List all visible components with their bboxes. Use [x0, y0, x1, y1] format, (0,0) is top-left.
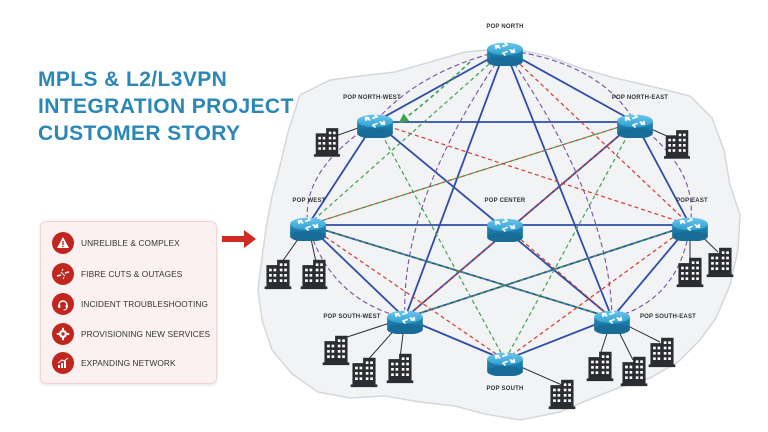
problem-item: PROVISIONING NEW SERVICES [52, 322, 210, 346]
warning-icon [52, 232, 74, 254]
problem-label: UNRELIBLE & COMPLEX [81, 238, 180, 248]
pop-east-label: POP EAST [676, 198, 708, 204]
router-icon [386, 309, 424, 334]
problem-label: FIBRE CUTS & OUTAGES [81, 269, 183, 279]
pop-south-label: POP SOUTH [486, 386, 524, 392]
router-icon [671, 216, 709, 241]
problems-card: UNRELIBLE & COMPLEX FIBRE CUTS & OUTAGES… [40, 221, 217, 384]
pop-north-west-label: POP NORTH-WEST [343, 95, 401, 101]
problem-label: EXPANDING NETWORK [81, 358, 176, 368]
title-line-2: INTEGRATION PROJECT [38, 95, 294, 118]
router-icon [289, 216, 327, 241]
arrow-right-icon [222, 230, 256, 248]
router-icon [486, 217, 524, 242]
pop-south-west-label: POP SOUTH-WEST [323, 314, 381, 320]
router-icon [616, 113, 654, 138]
router-icon [486, 41, 524, 66]
pop-north-east-label: POP NORTH-EAST [611, 95, 669, 101]
green-dashed-links [307, 49, 691, 361]
cable-cut-icon [52, 263, 74, 285]
growth-chart-icon [52, 352, 74, 374]
pop-south-east-label: POP SOUTH-EAST [639, 314, 697, 320]
title-line-3: CUSTOMER STORY [38, 122, 241, 145]
headset-icon [52, 293, 74, 315]
page-title: MPLS & L2/L3VPN INTEGRATION PROJECT CUST… [38, 66, 338, 147]
pop-center-label: POP CENTER [484, 198, 526, 204]
title-line-1: MPLS & L2/L3VPN [38, 68, 228, 91]
gear-icon [52, 323, 74, 345]
problem-item: UNRELIBLE & COMPLEX [52, 231, 180, 255]
problem-item: FIBRE CUTS & OUTAGES [52, 262, 182, 286]
router-icon [486, 351, 524, 376]
router-icon [593, 309, 631, 334]
problem-label: PROVISIONING NEW SERVICES [81, 329, 211, 339]
problem-item: INCIDENT TROUBLESHOOTING [52, 292, 208, 316]
pop-north-label: POP NORTH [486, 24, 524, 30]
pop-west-label: POP WEST [292, 198, 326, 204]
problem-item: EXPANDING NETWORK [52, 351, 176, 375]
problem-label: INCIDENT TROUBLESHOOTING [81, 299, 209, 309]
router-icon [356, 113, 394, 138]
